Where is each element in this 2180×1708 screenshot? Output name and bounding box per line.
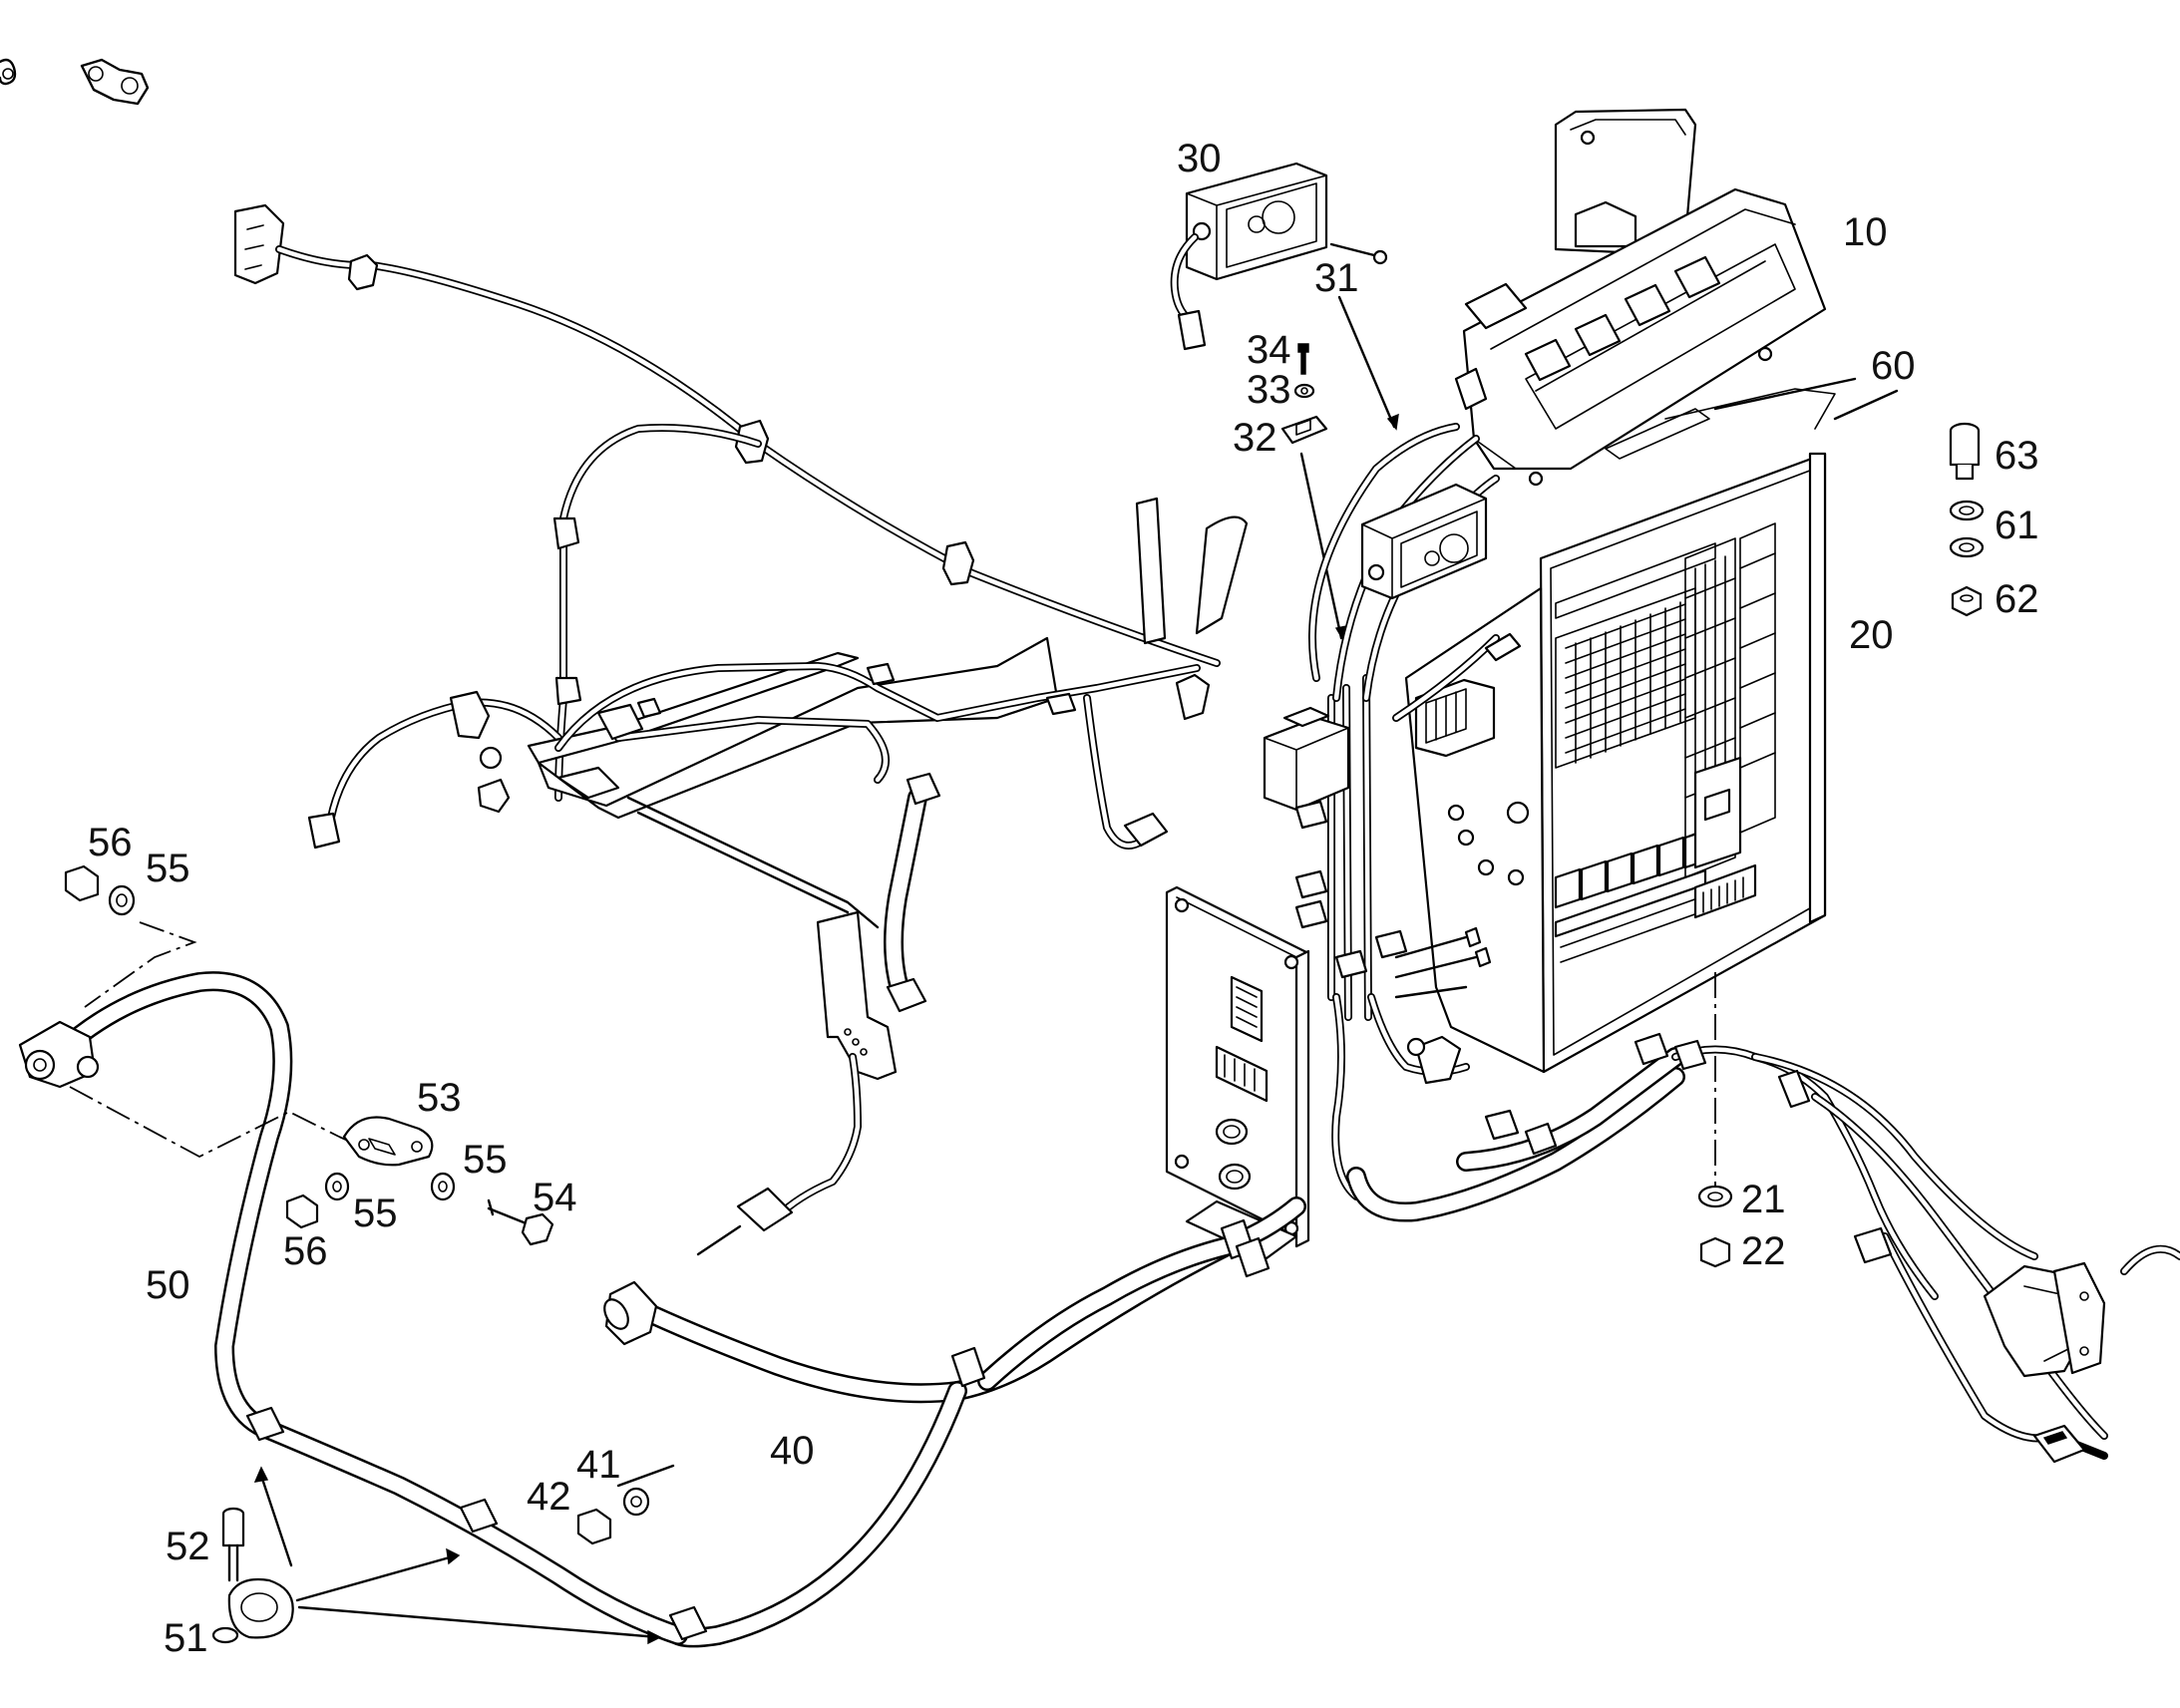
callout-62: 62 — [1995, 577, 2039, 621]
callout-52: 52 — [166, 1525, 210, 1568]
lower-right-harness — [1346, 1032, 2180, 1464]
center-cable-tree — [1263, 423, 1522, 1200]
callout-53: 53 — [417, 1076, 462, 1120]
callout-55-right: 55 — [463, 1138, 508, 1182]
callout-61: 61 — [1995, 504, 2039, 547]
callout-labels: 30 31 10 60 34 33 32 63 61 62 20 21 22 5… — [88, 137, 2039, 1660]
callout-31: 31 — [1314, 256, 1359, 300]
hose-middle — [884, 772, 941, 1013]
callout-51: 51 — [164, 1616, 208, 1660]
item-60-panel — [1664, 377, 1857, 430]
leader-51 — [253, 1466, 662, 1645]
callout-55-mid: 55 — [353, 1192, 398, 1235]
callout-32: 32 — [1233, 416, 1277, 460]
callout-20: 20 — [1849, 613, 1894, 657]
corner-fittings — [0, 58, 150, 106]
frame-rail — [527, 497, 1249, 1081]
leader-31 — [1337, 295, 1396, 429]
items-32-34 — [1280, 343, 1347, 642]
callout-40: 40 — [770, 1429, 815, 1473]
callout-10: 10 — [1843, 210, 1888, 254]
callout-33: 33 — [1247, 368, 1291, 412]
item-10-top-bracket — [1454, 108, 1827, 487]
callout-41: 41 — [576, 1443, 621, 1487]
vertical-terminals — [1684, 522, 1776, 878]
callout-34: 34 — [1247, 328, 1291, 372]
callout-42: 42 — [527, 1475, 571, 1519]
mid-harness — [554, 662, 1211, 1256]
callout-30: 30 — [1177, 137, 1222, 180]
callout-50: 50 — [146, 1263, 190, 1307]
leader-60 — [1833, 389, 1899, 421]
item-50-hose — [18, 971, 708, 1645]
callout-54: 54 — [533, 1176, 577, 1219]
hardware-parts — [64, 422, 1985, 1644]
callout-60: 60 — [1871, 344, 1916, 388]
callout-56-mid: 56 — [283, 1229, 328, 1273]
item-40-cable — [603, 1196, 1306, 1648]
callout-63: 63 — [1995, 434, 2039, 478]
callout-21: 21 — [1741, 1178, 1786, 1221]
terminal-grid — [1565, 601, 1686, 764]
callout-56-top: 56 — [88, 821, 133, 864]
callout-22: 22 — [1741, 1229, 1786, 1273]
item-30-control-box — [1170, 162, 1388, 351]
callout-55-top: 55 — [146, 847, 190, 890]
